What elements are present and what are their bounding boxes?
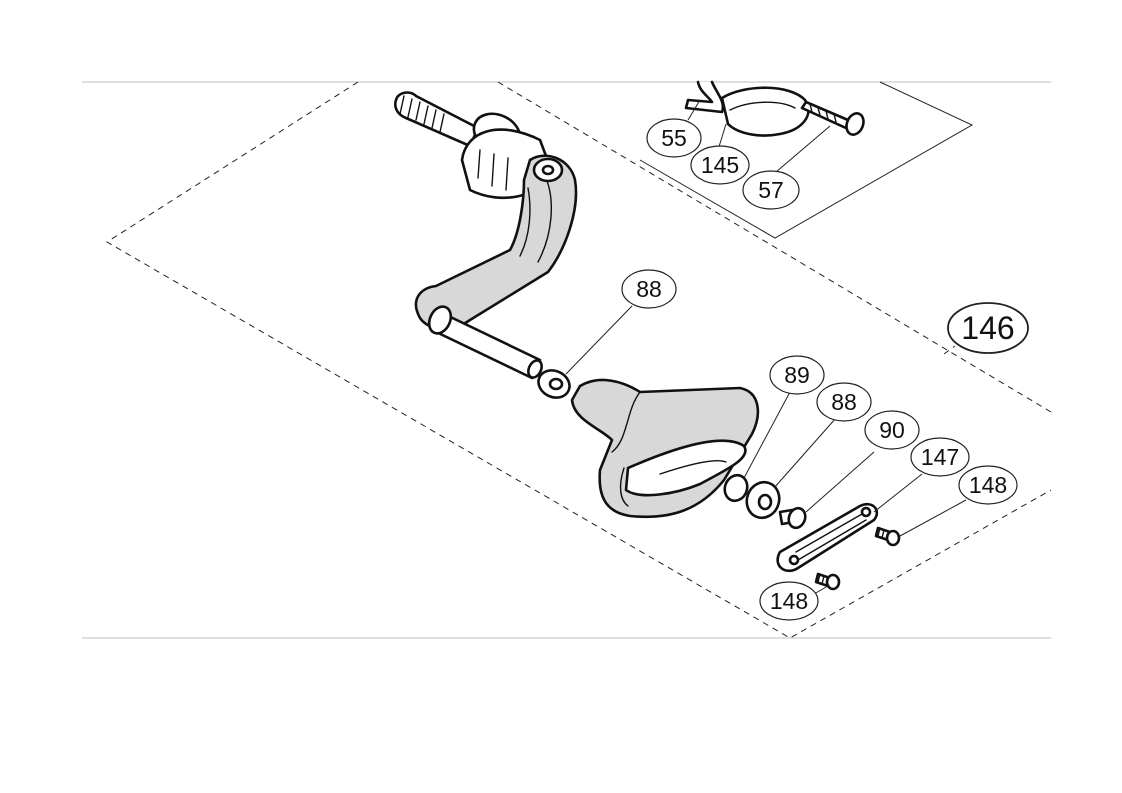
callout-88-upper: 88 (621, 269, 677, 309)
assembly-146-boundary (106, 81, 1052, 639)
callout-148-lower: 148 (759, 581, 819, 621)
part-147-plate (776, 502, 879, 573)
callout-55: 55 (646, 118, 702, 158)
part-145-cover (720, 86, 810, 137)
callout-148-upper-label: 148 (969, 472, 1007, 498)
callout-90-label: 90 (879, 417, 905, 443)
part-88-washer-upper (537, 369, 571, 399)
part-148-screw-upper (874, 526, 901, 547)
callout-89: 89 (769, 355, 825, 395)
callout-57-label: 57 (758, 177, 784, 203)
leader-lines (565, 99, 967, 595)
callout-148-upper: 148 (958, 465, 1018, 505)
callout-148-lower-label: 148 (770, 588, 808, 614)
part-55-clip (684, 80, 725, 114)
part-90-screw (778, 506, 807, 530)
callout-88-lower-label: 88 (831, 389, 857, 415)
callout-89-label: 89 (784, 362, 810, 388)
upper-panel-boundary (639, 81, 974, 239)
callout-146-label: 146 (961, 310, 1014, 346)
callout-88-lower: 88 (816, 382, 872, 422)
callout-90: 90 (864, 410, 920, 450)
part-57-screw (800, 100, 865, 136)
part-88-washer-lower (745, 480, 781, 520)
callout-146: 146 (943, 302, 1029, 355)
handle-knob (570, 378, 760, 519)
callout-55-label: 55 (661, 125, 687, 151)
callout-88-upper-label: 88 (636, 276, 662, 302)
callout-147: 147 (910, 437, 970, 477)
callout-145: 145 (690, 145, 750, 185)
part-89-ring (723, 473, 749, 503)
callout-147-label: 147 (921, 444, 959, 470)
callout-57: 57 (742, 170, 800, 210)
crank-arm (394, 91, 578, 380)
callout-145-label: 145 (701, 152, 739, 178)
